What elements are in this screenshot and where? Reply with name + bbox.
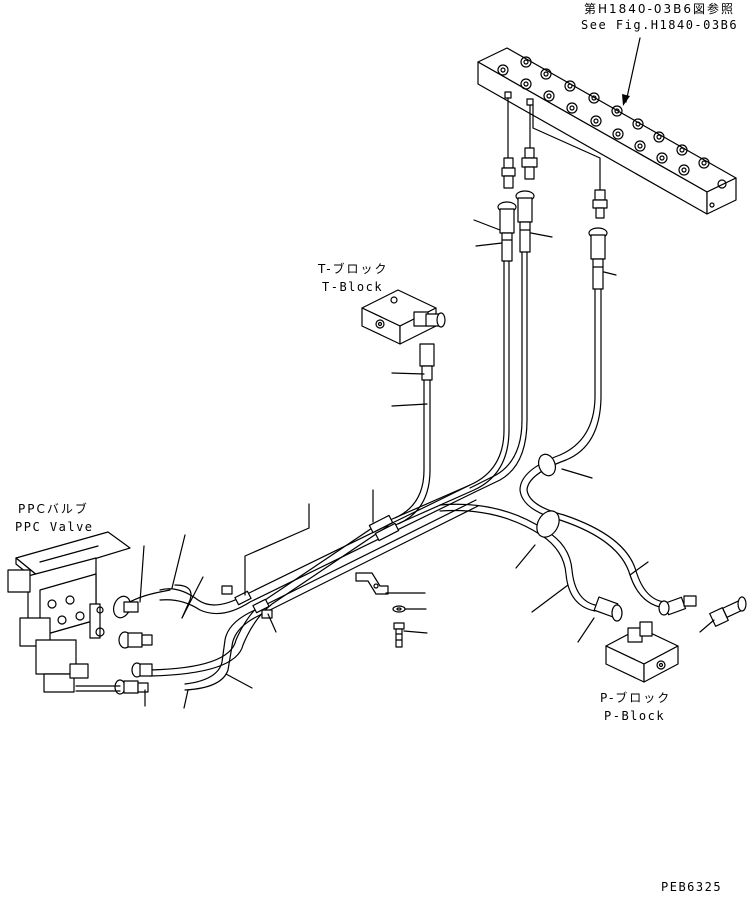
hose-end-right bbox=[588, 227, 608, 290]
p-block bbox=[593, 595, 747, 683]
t-block-label-jp: T-ブロック bbox=[318, 262, 389, 276]
t-block-leaders bbox=[391, 372, 428, 407]
manifold-fittings bbox=[501, 97, 608, 219]
ppc-fittings bbox=[75, 595, 153, 695]
hose-end-middle bbox=[515, 190, 535, 253]
drawing-code: PEB6325 bbox=[661, 880, 723, 894]
reference-label-jp: 第H1840-03B6図参照 bbox=[584, 2, 736, 16]
p-block-label-en: P-Block bbox=[604, 709, 666, 723]
p-block-label-jp: P-ブロック bbox=[600, 691, 672, 705]
ppc-valve bbox=[7, 531, 131, 693]
leader-lines-ppc bbox=[139, 534, 253, 709]
leader-lines-middle bbox=[244, 468, 649, 643]
ppc-valve-label-jp: PPCバルブ bbox=[18, 502, 89, 516]
t-block bbox=[361, 289, 446, 381]
manifold-ports bbox=[497, 56, 727, 208]
manifold-block bbox=[477, 47, 737, 215]
t-block-label-en: T-Block bbox=[322, 280, 384, 294]
reference-leader-arrow bbox=[622, 37, 641, 106]
hose-clamps bbox=[221, 453, 560, 619]
leader-lines-top bbox=[473, 219, 617, 276]
reference-label-en: See Fig.H1840-03B6 bbox=[581, 18, 739, 32]
ppc-valve-label-en: PPC Valve bbox=[15, 520, 94, 534]
hose-end-left bbox=[497, 201, 517, 262]
bracket-washer-bolt bbox=[355, 572, 406, 648]
